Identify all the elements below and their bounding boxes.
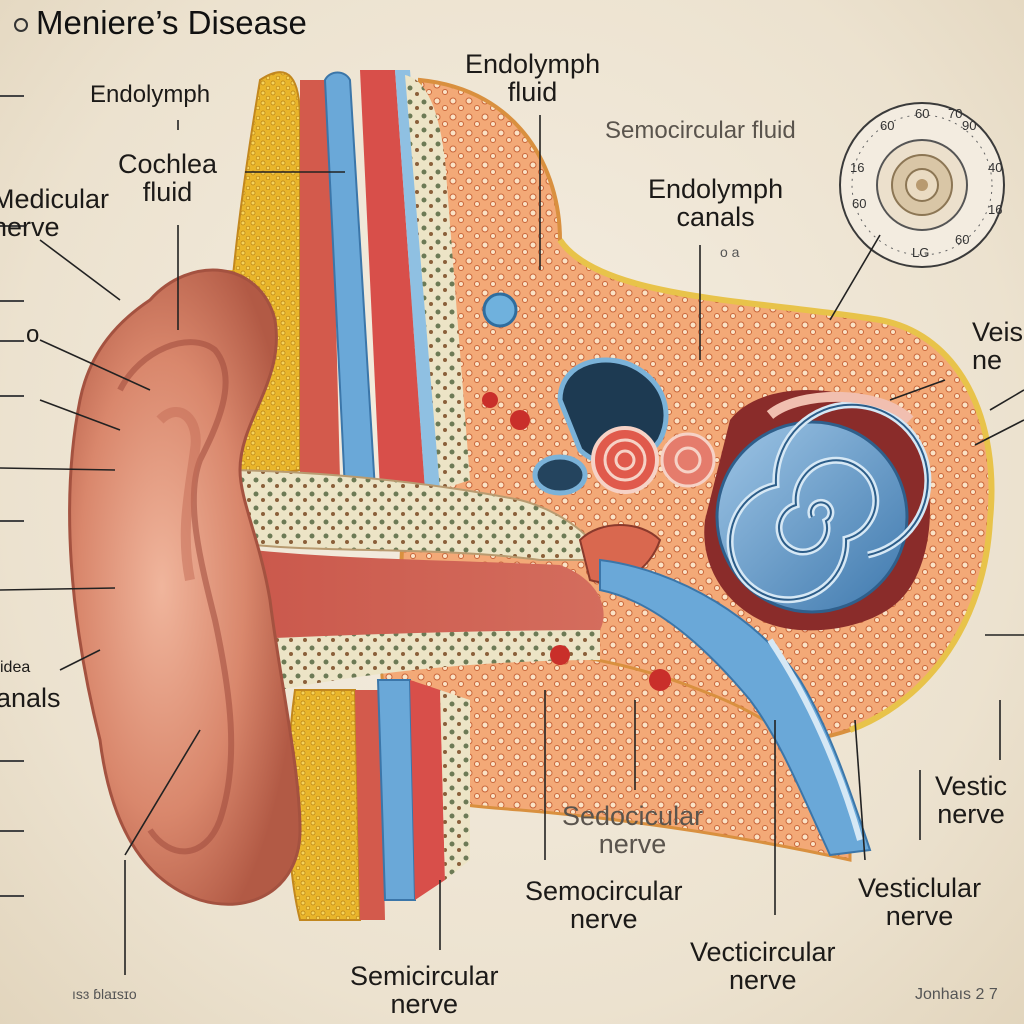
label-bottom-right-signature: Jonhaıs 2 7: [915, 986, 998, 1003]
label-endolymph-top: Endolymph: [90, 81, 211, 108]
label-cochlea-fluid: Cochlea fluid: [118, 149, 218, 208]
label-veis-nerve: Veis ne: [972, 317, 1024, 376]
label-small-dots: o a: [720, 244, 740, 260]
title-bullet-icon: [14, 18, 28, 33]
audiometer-dial-icon: [839, 102, 1005, 268]
label-semicircular-fluid: Semocircular fluid: [605, 117, 796, 144]
label-semicircular-nerve: Semicircular nerve: [350, 961, 499, 1020]
label-vestic-nerve-right: Vestic nerve: [935, 771, 1008, 830]
label-sedocicular-nerve: Sedocicular nerve: [562, 801, 704, 860]
dial-number: LG: [912, 245, 930, 260]
dial-number: 16: [988, 202, 1003, 217]
label-semocircular-nerve: Semocircular nerve: [525, 876, 683, 935]
bone-strip-upper: [405, 75, 470, 490]
label-left-small: o: [26, 321, 40, 348]
dial-number: 60: [955, 232, 970, 247]
red-vessel-upper: [360, 70, 425, 490]
label-leader-lines: [0, 115, 1024, 975]
diagram-title: Meniere’s Disease: [14, 4, 307, 42]
dial-number: 60: [880, 118, 895, 133]
outer-ear-pinna: [68, 268, 302, 906]
dial-number: 40: [988, 160, 1003, 175]
label-endolymph-fluid: Endolymph fluid: [465, 49, 601, 108]
label-canals-left: anals: [0, 683, 61, 713]
label-left-small2: idea: [0, 659, 31, 676]
label-vesticlular-nerve: Vesticlular nerve: [858, 873, 982, 932]
dial-number: 60: [852, 196, 867, 211]
semicircular-canal-loop: [766, 391, 914, 424]
blue-nerve-upper: [323, 71, 377, 491]
label-vecticircular-nerve: Vecticircular nerve: [690, 937, 836, 996]
ear-canal: [210, 545, 604, 640]
vestibulocochlear-nerve: [599, 558, 872, 857]
dial-number: 70: [948, 106, 963, 121]
blue-nerve-lower: [376, 679, 417, 901]
round-window: [591, 426, 659, 494]
dial-number: 16: [850, 160, 865, 175]
label-medicular-nerve: Medicular nerve: [0, 184, 110, 243]
dial-number: 60: [915, 106, 930, 121]
label-endolymph-canals: Endolymph canals: [648, 174, 784, 233]
dial-number: 90: [962, 118, 977, 133]
label-bottom-left-signature: ısɜ ɓlaɪsɪo: [72, 986, 137, 1002]
